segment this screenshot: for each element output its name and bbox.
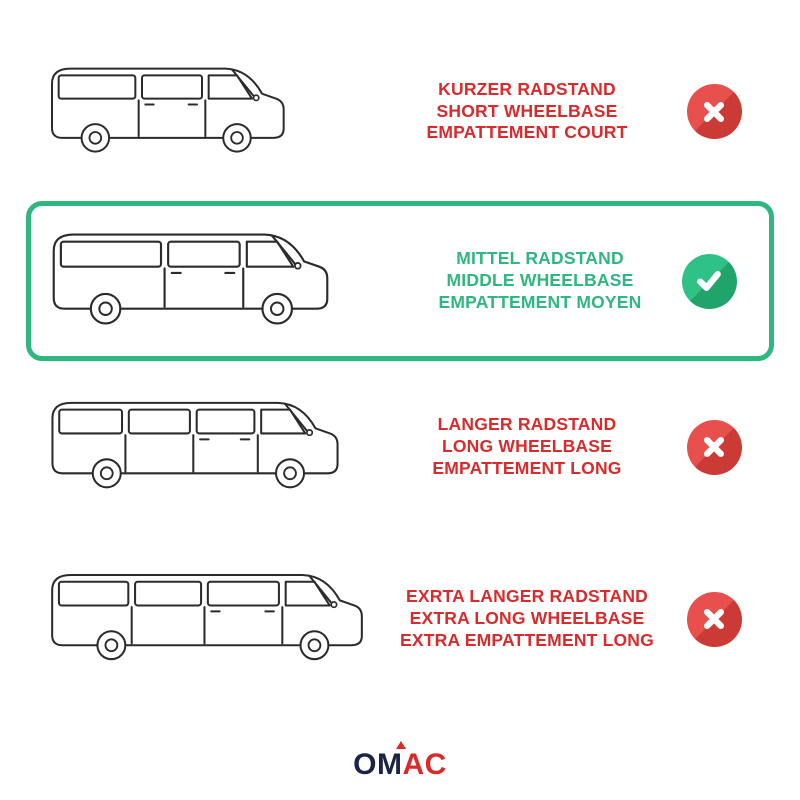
van-short-illustration <box>51 67 285 153</box>
label-line-fr: EXTRA EMPATTEMENT LONG <box>400 629 654 650</box>
van-illustration-short-wrap <box>0 57 400 167</box>
logo-text-right: AC <box>402 748 447 781</box>
label-short-wheelbase: KURZER RADSTAND SHORT WHEELBASE EMPATTEM… <box>400 79 654 144</box>
label-line-en: SHORT WHEELBASE <box>436 100 618 121</box>
option-row-middle-wheelbase: MITTEL RADSTAND MIDDLE WHEELBASE EMPATTE… <box>31 206 769 356</box>
rejected-x-icon <box>686 419 742 475</box>
van-illustration-long-wrap <box>0 391 400 503</box>
status-icon-wrap <box>649 253 769 309</box>
van-extra-long-illustration <box>51 573 363 661</box>
selected-check-icon <box>681 253 737 309</box>
label-line-fr: EMPATTEMENT COURT <box>426 122 628 143</box>
option-row-long-wheelbase: LANGER RADSTAND LONG WHEELBASE EMPATTEME… <box>0 361 800 533</box>
van-long-illustration <box>51 401 339 489</box>
label-extra-long-wheelbase: EXRTA LANGER RADSTAND EXTRA LONG WHEELBA… <box>400 586 654 651</box>
van-middle-illustration <box>52 233 329 325</box>
label-line-de: KURZER RADSTAND <box>438 78 616 99</box>
label-line-fr: EMPATTEMENT LONG <box>432 457 622 478</box>
label-line-de: LANGER RADSTAND <box>437 414 617 435</box>
status-icon-wrap <box>654 591 774 647</box>
rejected-x-icon <box>686 84 742 139</box>
status-icon-wrap <box>654 419 774 475</box>
omac-logo: OMAC <box>353 741 447 782</box>
logo-accent-triangle-icon <box>395 741 406 749</box>
label-line-de: MITTEL RADSTAND <box>456 248 624 269</box>
label-line-en: EXTRA LONG WHEELBASE <box>409 608 645 629</box>
label-line-en: MIDDLE WHEELBASE <box>446 270 634 291</box>
label-long-wheelbase: LANGER RADSTAND LONG WHEELBASE EMPATTEME… <box>400 414 654 479</box>
status-icon-wrap <box>654 84 774 139</box>
option-row-short-wheelbase: KURZER RADSTAND SHORT WHEELBASE EMPATTEM… <box>0 34 800 189</box>
label-line-en: LONG WHEELBASE <box>441 436 613 457</box>
selected-option-highlight-box: MITTEL RADSTAND MIDDLE WHEELBASE EMPATTE… <box>26 201 774 361</box>
rejected-x-icon <box>686 591 742 647</box>
van-illustration-extra-long-wrap <box>0 563 400 675</box>
logo-text-left: OM <box>353 748 403 781</box>
van-illustration-middle-wrap <box>31 222 431 340</box>
option-row-extra-long-wheelbase: EXRTA LANGER RADSTAND EXTRA LONG WHEELBA… <box>0 533 800 705</box>
label-middle-wheelbase: MITTEL RADSTAND MIDDLE WHEELBASE EMPATTE… <box>431 248 649 313</box>
label-line-de: EXRTA LANGER RADSTAND <box>405 586 649 607</box>
label-line-fr: EMPATTEMENT MOYEN <box>438 291 642 312</box>
brand-logo-area: OMAC <box>0 741 800 800</box>
